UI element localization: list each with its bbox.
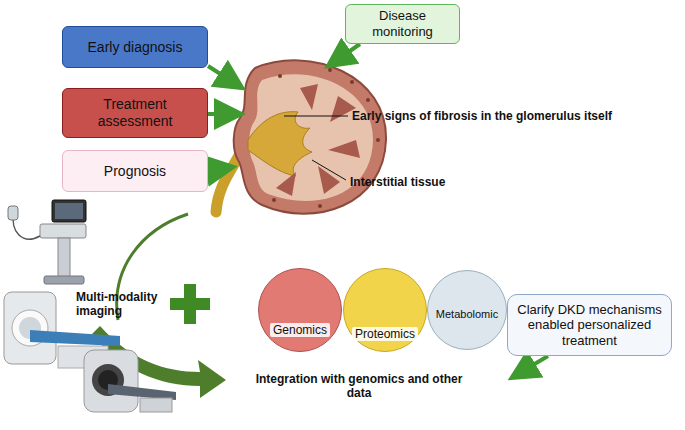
pointer-arrow [334, 44, 360, 62]
process-box: Early diagnosis [62, 26, 208, 68]
omics-circle: Genomics [258, 268, 342, 352]
node-text: Metabolomic [436, 308, 498, 321]
node-text: Prognosis [104, 163, 166, 180]
pointer-arrow [518, 356, 548, 374]
process-box: Prognosis [62, 150, 208, 192]
pyramids [276, 84, 360, 196]
leader-line [312, 160, 346, 180]
kidney-cortex [234, 60, 386, 213]
mri-scanner [84, 350, 176, 412]
node-text: Disease monitoring [352, 8, 453, 39]
annotation-label: Interstitial tissue [350, 175, 445, 189]
node-text: Genomics [270, 323, 330, 337]
annotation-label: Early signs of fibrosis in the glomerulu… [352, 109, 612, 123]
annotation-label: Integration with genomics and other data [254, 372, 464, 400]
node-text: Treatment assessment [69, 96, 201, 130]
omics-circle: Metabolomic [427, 270, 507, 350]
annotation-label: Multi-modality imaging [76, 290, 162, 318]
pointer-arrow [208, 112, 234, 116]
process-box: Treatment assessment [62, 88, 208, 138]
node-text: Proteomics [352, 327, 418, 341]
leader-line [284, 116, 348, 117]
pointer-arrow [208, 66, 236, 84]
process-box: Disease monitoring [345, 4, 460, 44]
plus-sign [170, 284, 210, 324]
process-box: Clarify DKD mechanisms enabled personali… [507, 294, 672, 356]
ultrasound-machine [8, 200, 86, 284]
node-text: Early diagnosis [88, 39, 183, 56]
renal-pelvis [248, 112, 312, 176]
node-text: Clarify DKD mechanisms enabled personali… [514, 302, 665, 349]
omics-circle: Proteomics [343, 268, 427, 352]
